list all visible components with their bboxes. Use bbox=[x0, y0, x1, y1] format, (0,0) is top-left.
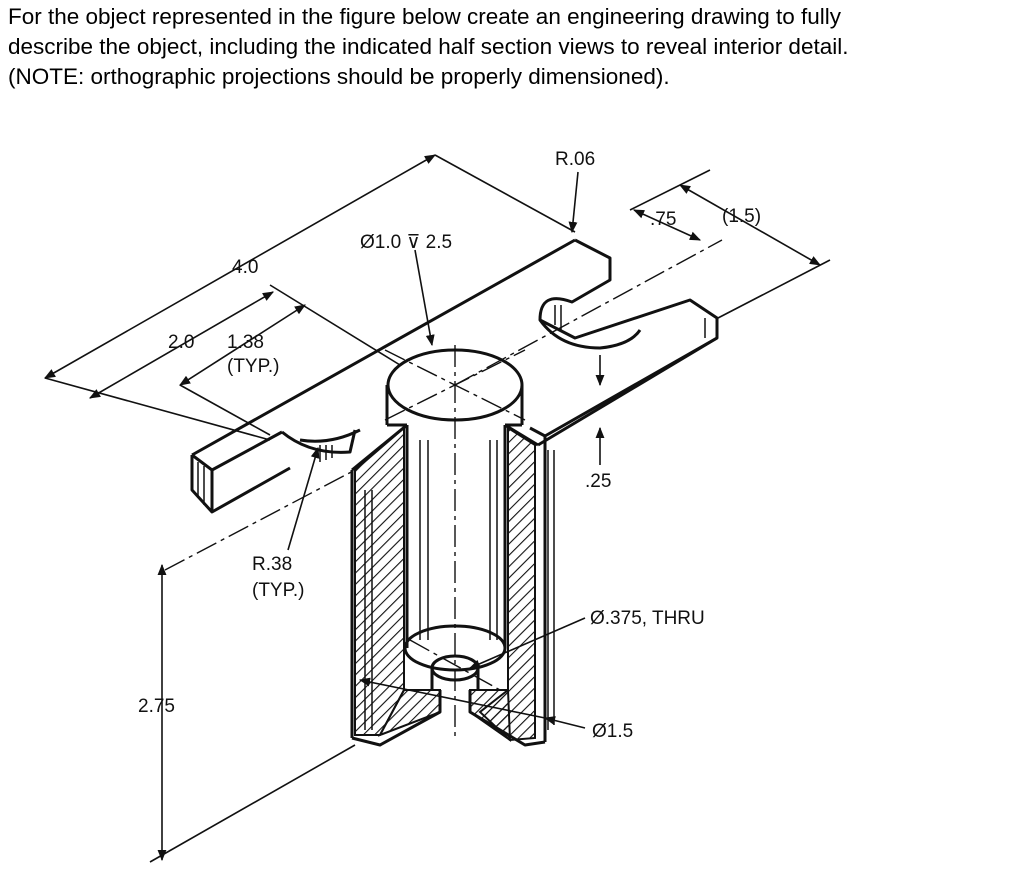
arm-join bbox=[529, 426, 546, 438]
arm-centerline bbox=[454, 239, 723, 386]
label-1-38: 1.38 bbox=[227, 332, 264, 353]
centerlines bbox=[164, 239, 723, 740]
right-slot-outline bbox=[538, 238, 719, 438]
isometric-figure: R.06 .75 (1.5) Ø1.0 ⊽ 2.5 4.0 2.0 1.38 (… bbox=[30, 122, 840, 880]
cylinder-shading bbox=[197, 305, 706, 730]
label-4-0: 4.0 bbox=[232, 257, 258, 278]
label-typ-2: (TYP.) bbox=[252, 580, 304, 601]
label-r06: R.06 bbox=[555, 149, 595, 170]
problem-statement: For the object represented in the figure… bbox=[8, 2, 1018, 92]
left-slot-inner bbox=[299, 428, 361, 443]
label-dia-1-0: Ø1.0 ⊽ 2.5 bbox=[360, 232, 452, 253]
label-dia-375: Ø.375, THRU bbox=[590, 608, 705, 629]
statement-line-2: describe the object, including the indic… bbox=[8, 34, 849, 59]
label-dia-1-5: Ø1.5 bbox=[592, 721, 633, 742]
statement-line-3: (NOTE: orthographic projections should b… bbox=[8, 64, 670, 89]
left-arm-top-edge bbox=[211, 430, 283, 472]
dimension-labels: R.06 .75 (1.5) Ø1.0 ⊽ 2.5 4.0 2.0 1.38 (… bbox=[138, 149, 761, 742]
label-typ-1: (TYP.) bbox=[227, 356, 279, 377]
right-arm-bottom-edge bbox=[537, 336, 718, 447]
label-2-75: 2.75 bbox=[138, 696, 175, 717]
label-75: .75 bbox=[650, 209, 676, 230]
left-arm-front bbox=[190, 455, 291, 514]
label-25: .25 bbox=[585, 471, 611, 492]
label-2-0: 2.0 bbox=[168, 332, 194, 353]
label-1-5: (1.5) bbox=[722, 206, 761, 227]
figure-canvas: R.06 .75 (1.5) Ø1.0 ⊽ 2.5 4.0 2.0 1.38 (… bbox=[30, 122, 840, 880]
label-r38: R.38 bbox=[252, 554, 292, 575]
dimension-lines bbox=[44, 154, 831, 863]
statement-line-1: For the object represented in the figure… bbox=[8, 4, 842, 29]
section-cut-right-top bbox=[504, 423, 539, 447]
slot-arc bbox=[538, 319, 642, 350]
section-hatching bbox=[354, 425, 536, 742]
